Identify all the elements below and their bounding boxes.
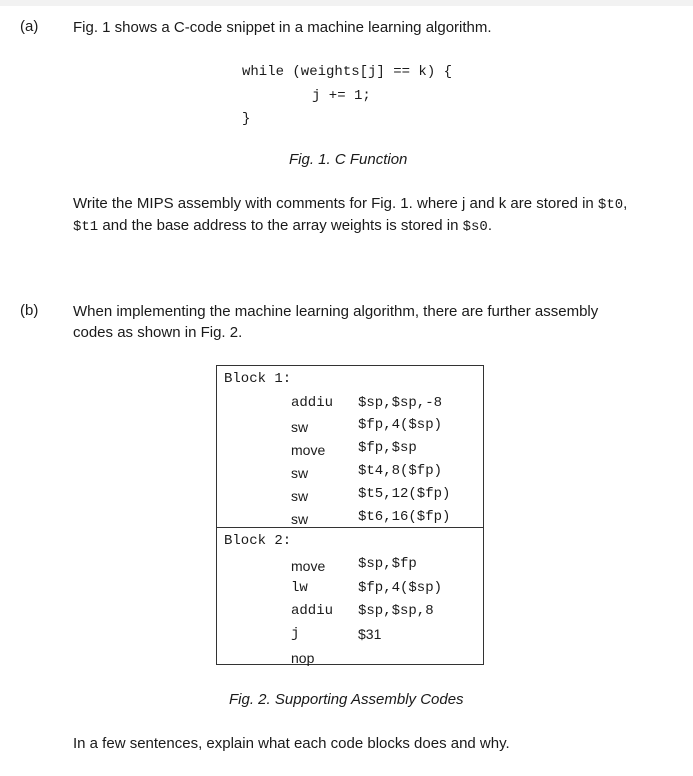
part-b-question: In a few sentences, explain what each co… — [73, 735, 510, 752]
part-a-question-line-2: $t1 and the base address to the array we… — [73, 217, 492, 235]
block-1-op: sw — [291, 465, 309, 481]
part-a-label: (a) — [20, 18, 39, 35]
part-b-label: (b) — [20, 302, 39, 319]
block-2-args: $sp,$fp — [358, 556, 417, 572]
register-t1: $t1 — [73, 219, 99, 235]
block-2-args: $31 — [358, 626, 382, 642]
block-1-args: $fp,$sp — [358, 440, 417, 456]
block-2-op: lw — [291, 580, 308, 596]
block-2-args: $sp,$sp,8 — [358, 603, 434, 619]
block-1-op: sw — [291, 488, 309, 504]
page-top-border — [0, 0, 693, 6]
block-2-op: addiu — [291, 603, 334, 619]
block-1-op: sw — [291, 511, 309, 527]
code-line-3: } — [242, 111, 251, 127]
block-1-op: move — [291, 442, 326, 458]
block-1-title: Block 1: — [224, 371, 292, 387]
block-1-op: sw — [291, 419, 309, 435]
block-2-op: nop — [291, 650, 315, 666]
block-2-title: Block 2: — [224, 533, 292, 549]
block-1-args: $fp,4($sp) — [358, 417, 443, 433]
part-a-intro: Fig. 1 shows a C-code snippet in a machi… — [73, 19, 492, 36]
block-1-args: $sp,$sp,-8 — [358, 395, 443, 411]
block-1-args: $t5,12($fp) — [358, 486, 451, 502]
part-b-intro-line-2: codes as shown in Fig. 2. — [73, 324, 243, 341]
part-a-question-line-1: Write the MIPS assembly with comments fo… — [73, 195, 628, 213]
register-s0: $s0 — [462, 219, 488, 235]
part-b-intro-line-1: When implementing the machine learning a… — [73, 303, 599, 320]
register-t0: $t0 — [597, 197, 624, 213]
fig2-caption: Fig. 2. Supporting Assembly Codes — [229, 691, 464, 708]
code-line-2: j += 1; — [312, 88, 371, 104]
block-2-op: j — [291, 626, 300, 642]
block-2-op: move — [291, 558, 326, 574]
block-1-op: addiu — [291, 395, 334, 411]
assembly-code-table — [216, 365, 484, 665]
block-1-args: $t4,8($fp) — [358, 463, 443, 479]
block-2-args: $fp,4($sp) — [358, 580, 443, 596]
block-divider — [216, 527, 484, 528]
code-line-1: while (weights[j] == k) { — [242, 64, 453, 80]
fig1-caption: Fig. 1. C Function — [289, 151, 408, 168]
block-1-args: $t6,16($fp) — [358, 509, 451, 525]
